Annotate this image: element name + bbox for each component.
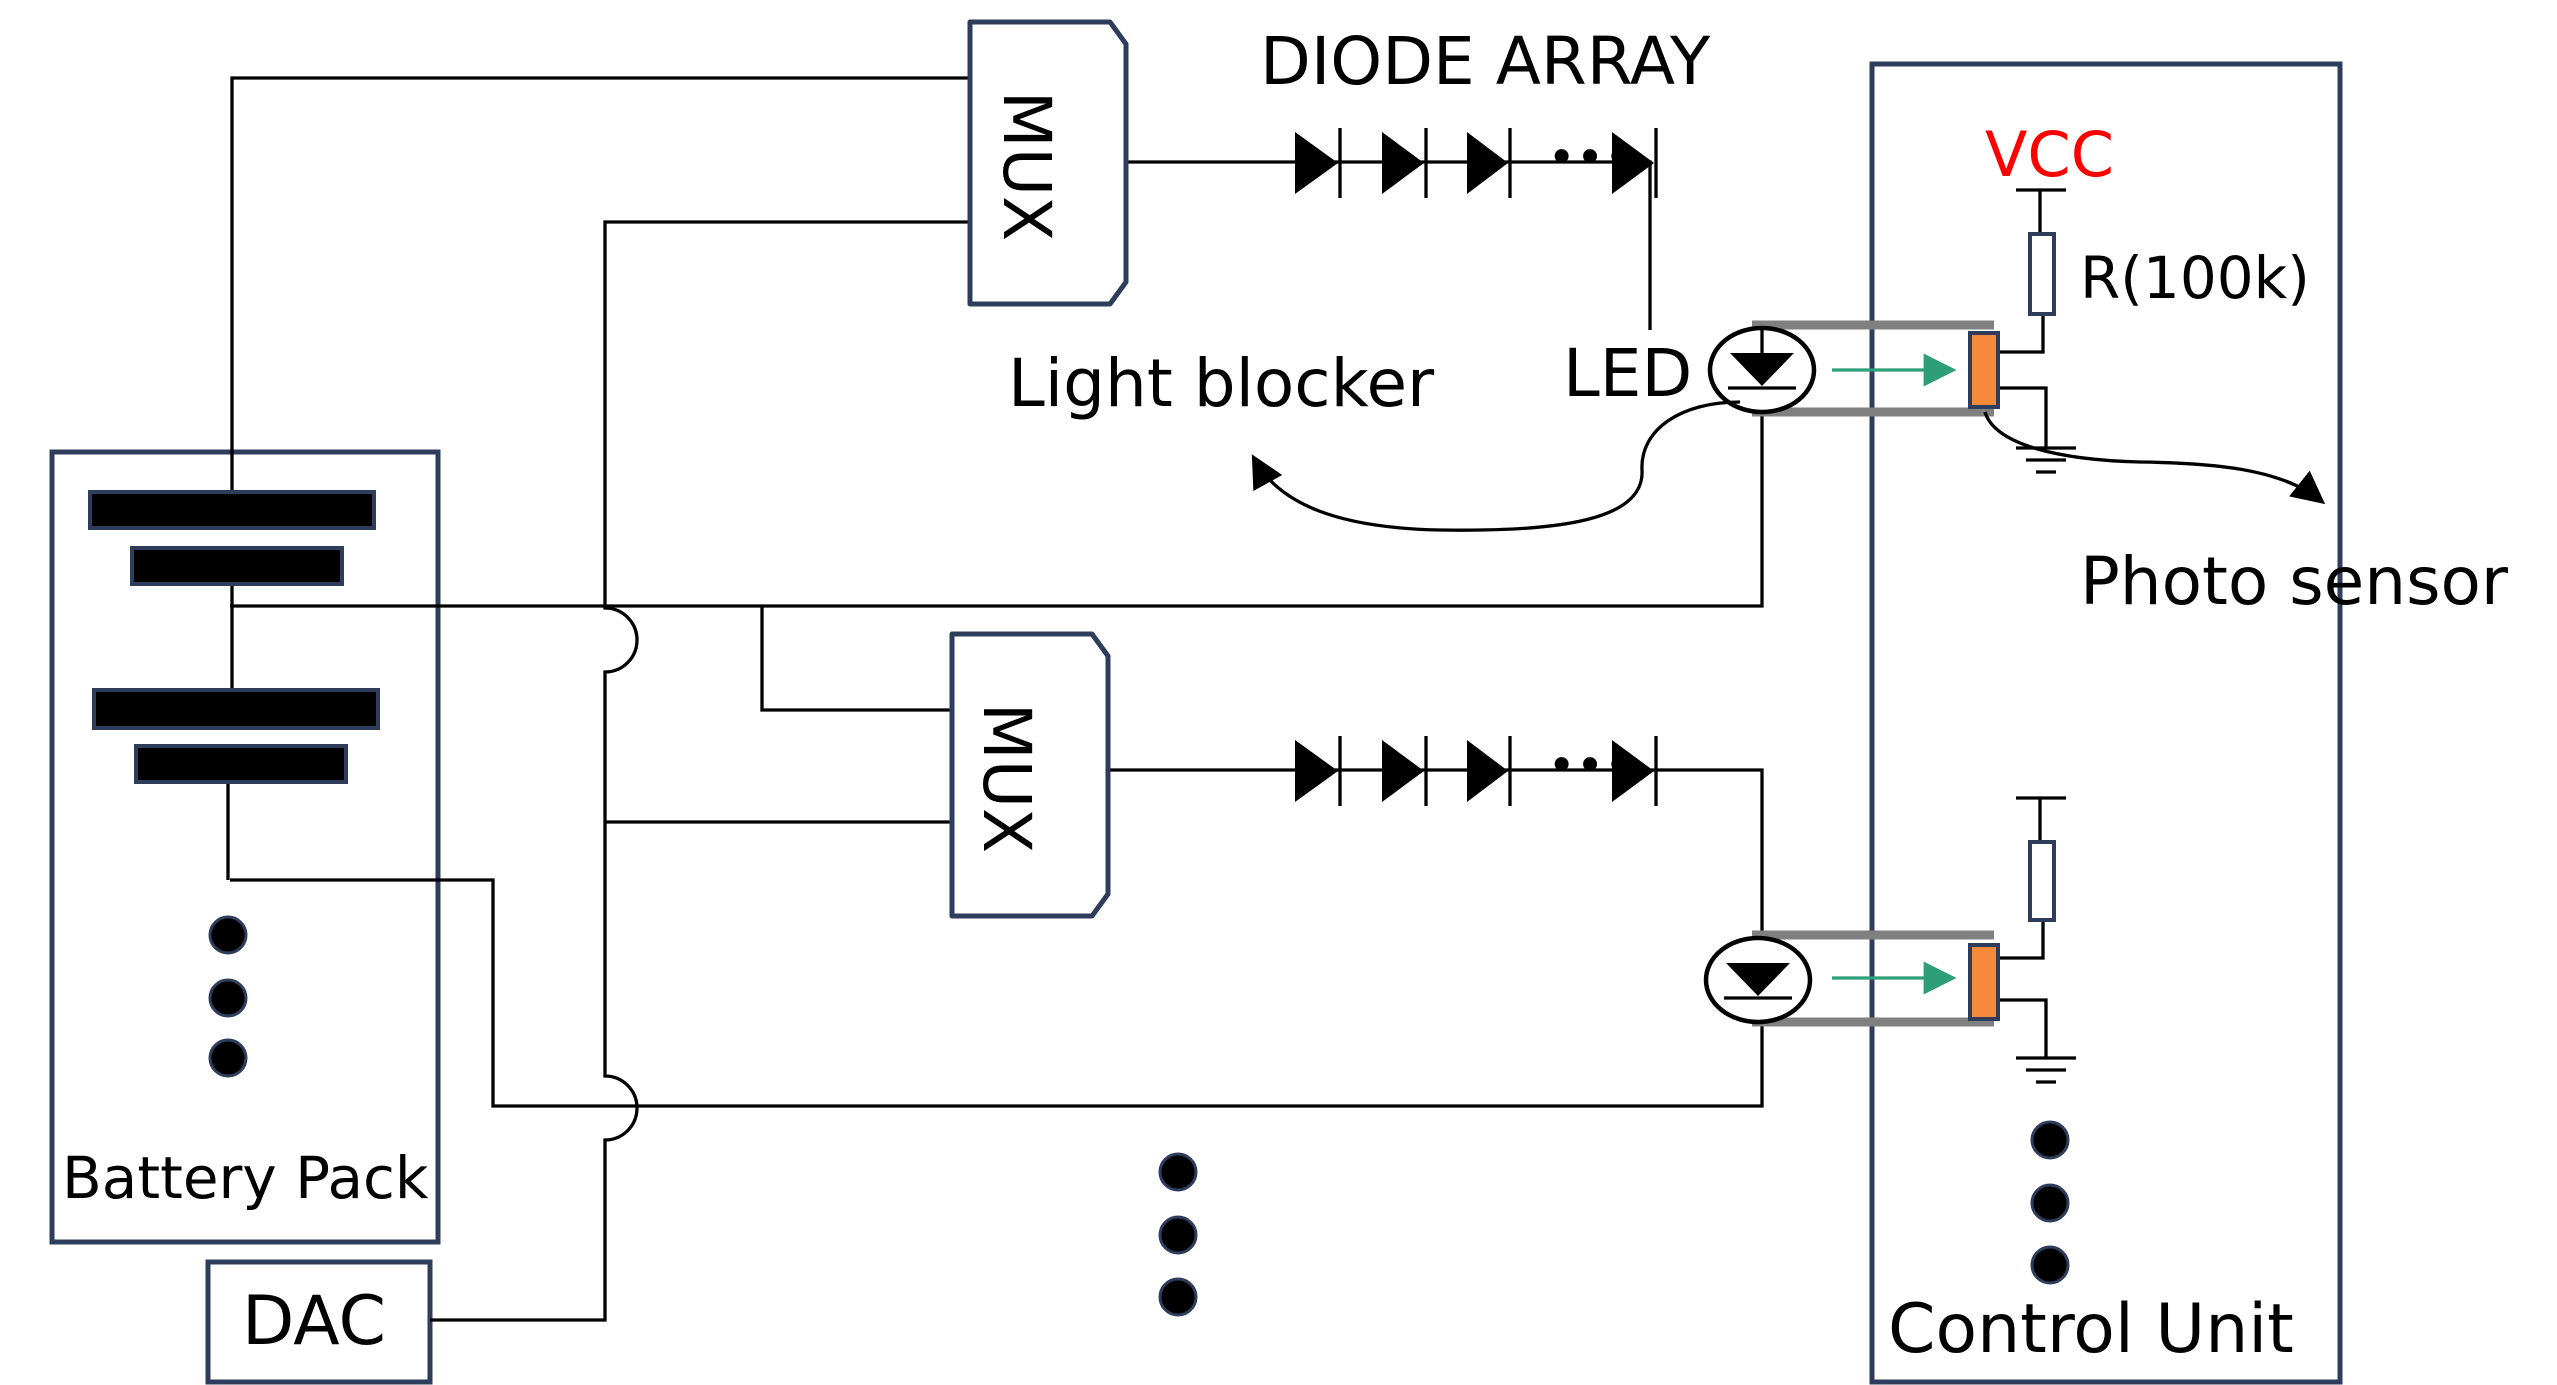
battery-cell-short-2 — [134, 744, 348, 784]
mux-1-label: MUX — [988, 91, 1065, 241]
resistor-icon — [2028, 840, 2056, 922]
photo-sensor-pointer — [1983, 411, 2326, 505]
dac-box — [205, 1259, 433, 1385]
led-label: LED — [1563, 335, 1692, 412]
diode-icon — [1612, 128, 1658, 198]
ellipsis-dot — [2030, 1120, 2070, 1160]
led-icon — [1707, 325, 1817, 415]
wire-r1-to-sensor1 — [1992, 314, 2045, 354]
battery-cell-long-1 — [88, 490, 376, 530]
ground-icon — [2016, 446, 2076, 474]
ellipsis-dot — [208, 915, 248, 955]
ellipsis-dot — [208, 1038, 248, 1078]
light-blocker-label: Light blocker — [1008, 345, 1435, 422]
mux-2 — [949, 631, 1111, 919]
wire-r2-to-sensor2 — [1992, 920, 2045, 960]
ellipsis-dot — [1158, 1215, 1198, 1255]
vcc-label: VCC — [1985, 118, 2114, 191]
diode-icon — [1612, 736, 1658, 806]
wire-sensor2-to-gnd — [1992, 998, 2048, 1058]
wire-battery-to-mux1 — [230, 76, 970, 494]
led-icon — [1703, 935, 1813, 1025]
diode-icon — [1382, 128, 1428, 198]
diode-icon — [1467, 736, 1512, 806]
diode-array-label: DIODE ARRAY — [1260, 23, 1711, 100]
wire-dac-bus — [430, 220, 970, 1322]
wire-sensor1-to-gnd — [1992, 386, 2048, 448]
ellipsis-dot — [2030, 1183, 2070, 1223]
mux-1 — [967, 19, 1129, 307]
battery-pack-label: Battery Pack — [62, 1144, 429, 1212]
mux-2-label: MUX — [968, 703, 1045, 853]
resistor-label: R(100k) — [2080, 244, 2310, 312]
wire-node2-to-led2 — [230, 878, 1764, 1108]
diode-icon — [1295, 128, 1342, 198]
wire-node1-to-led1 — [230, 400, 1764, 608]
resistor-icon — [2028, 232, 2056, 316]
ellipsis-dot — [208, 978, 248, 1018]
photo-sensor-1 — [1968, 331, 2000, 409]
dac-label: DAC — [242, 1282, 386, 1361]
battery-cell-long-2 — [92, 688, 380, 730]
wire-node1-to-mux2 — [760, 606, 952, 712]
diode-icon — [1295, 736, 1342, 806]
ellipsis-dot — [2030, 1245, 2070, 1285]
light-blocker-pointer — [1251, 400, 1741, 532]
battery-cell-short-1 — [130, 546, 344, 586]
control-unit-label: Control Unit — [1888, 1290, 2294, 1369]
photo-sensor-label: Photo sensor — [2080, 543, 2509, 620]
wire-mux2-to-diodes2 — [1295, 768, 1764, 935]
control-unit-box — [1869, 61, 2343, 1385]
ground-icon — [2016, 1056, 2076, 1084]
ellipsis-dot — [1158, 1152, 1198, 1192]
diode-icon — [1467, 128, 1512, 198]
diode-icon — [1382, 736, 1428, 806]
photo-sensor-2 — [1968, 943, 2000, 1021]
ellipsis-dot — [1158, 1277, 1198, 1317]
